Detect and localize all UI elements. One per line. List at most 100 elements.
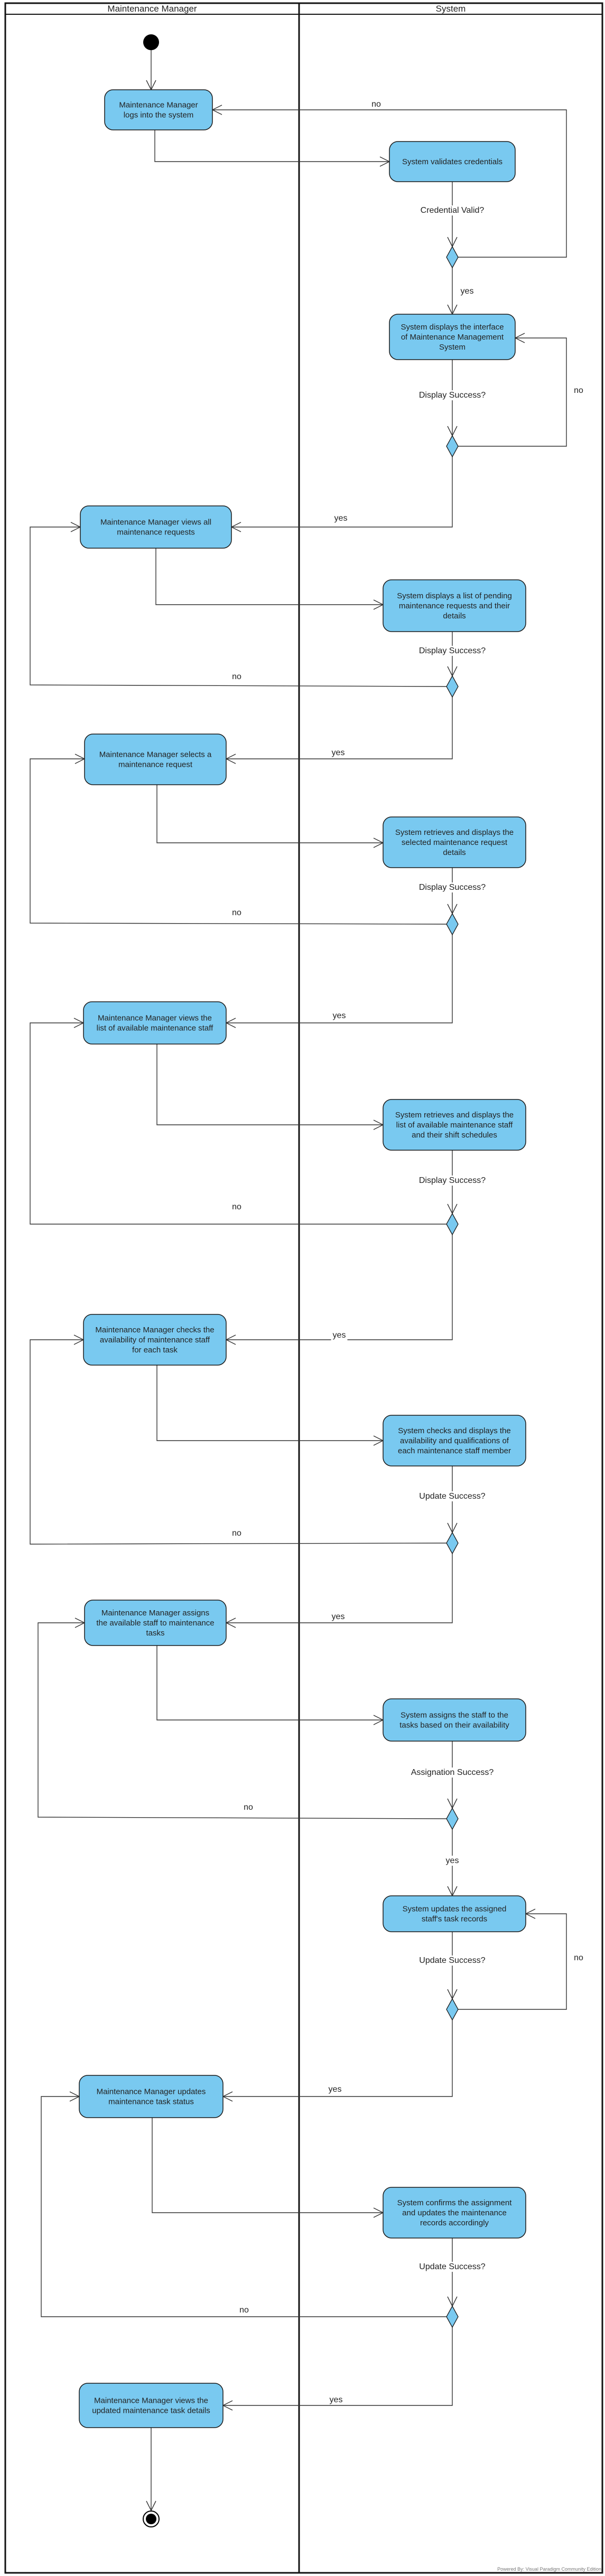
action-node-text: availability and qualifications of xyxy=(400,1436,509,1445)
edge-label-yes: yes xyxy=(332,748,345,757)
action-node-text: Maintenance Manager xyxy=(119,101,198,110)
action-node-text: details xyxy=(443,612,466,621)
action-node-text: each maintenance staff member xyxy=(398,1446,511,1455)
edge-label-no: no xyxy=(232,1202,241,1211)
guard-label: Display Success? xyxy=(419,391,486,400)
flow-edge xyxy=(152,2118,383,2213)
flow-edge xyxy=(226,1554,453,1623)
label-background xyxy=(330,748,347,758)
edge-label-no: no xyxy=(232,908,241,917)
decision-node-d9 xyxy=(446,2305,459,2328)
action-node-text: System retrieves and displays the xyxy=(395,828,514,837)
action-node-text: System assigns the staff to the xyxy=(401,1711,508,1720)
edge-label-yes: yes xyxy=(334,514,348,523)
action-node-text: the available staff to maintenance xyxy=(96,1619,214,1628)
label-background xyxy=(328,2395,345,2405)
action-node-text: System displays a list of pending xyxy=(397,591,512,600)
action-node-text: Maintenance Manager selects a xyxy=(99,750,212,759)
flow-edge xyxy=(231,457,453,527)
start-node xyxy=(143,34,159,50)
flow-edge xyxy=(226,697,453,759)
guard-label: Assignation Success? xyxy=(411,1768,494,1777)
edge-labels: Credential Valid?Display Success?Display… xyxy=(230,99,585,2405)
action-node-text: records accordingly xyxy=(420,2218,489,2227)
edge-label-yes: yes xyxy=(333,1011,346,1020)
label-background xyxy=(572,386,585,396)
action-node-text: System retrieves and displays the xyxy=(395,1111,514,1120)
label-background xyxy=(459,286,476,296)
action-node-text: System validates credentials xyxy=(402,157,502,166)
flow-edge xyxy=(154,130,389,162)
action-node-text: Maintenance Manager checks the xyxy=(95,1325,214,1334)
flow-edge xyxy=(226,935,453,1023)
label-background xyxy=(417,1176,488,1186)
flow-edge xyxy=(30,1023,446,1225)
label-background xyxy=(230,908,243,918)
decision-node-d1 xyxy=(446,246,459,269)
label-background xyxy=(230,1202,243,1212)
label-background xyxy=(370,99,383,109)
action-node-text: updated maintenance task details xyxy=(92,2406,210,2415)
flow-edge xyxy=(223,2327,453,2405)
action-node-text: Maintenance Manager views all xyxy=(100,518,211,527)
action-node-text: of Maintenance Management xyxy=(401,333,504,342)
action-node-text: System xyxy=(439,343,466,352)
action-node-text: System checks and displays the xyxy=(398,1426,510,1435)
label-background xyxy=(330,1612,347,1622)
flow-edge xyxy=(458,338,567,447)
edge-label-yes: yes xyxy=(330,2395,343,2404)
flow-edge xyxy=(156,785,383,843)
action-node-text: Maintenance Manager views the xyxy=(98,1014,212,1023)
decision-node-d2 xyxy=(446,435,459,458)
flow-edge xyxy=(458,1914,567,2010)
label-background xyxy=(417,1955,487,1966)
action-node-text: Maintenance Manager assigns xyxy=(101,1609,209,1618)
action-node-text: for each task xyxy=(132,1346,178,1355)
flow-edge xyxy=(155,548,383,605)
action-node-text: System displays the interface xyxy=(401,323,504,332)
flow-edge xyxy=(38,1623,447,1819)
flow-edge xyxy=(212,110,567,258)
guard-label: Update Success? xyxy=(419,1492,486,1501)
swimlanes: Maintenance Manager System xyxy=(4,2,603,2574)
action-node-text: maintenance requests and their xyxy=(399,601,510,610)
guard-label: Display Success? xyxy=(419,1176,486,1185)
action-node-text: maintenance task status xyxy=(108,2098,194,2107)
action-node-text: list of available maintenance staff xyxy=(97,1024,214,1033)
action-node-text: Maintenance Manager updates xyxy=(97,2088,206,2096)
decision-node-d3 xyxy=(446,675,459,698)
label-background xyxy=(417,882,488,892)
flow-edge xyxy=(30,527,447,687)
edge-label-no: no xyxy=(232,672,241,681)
action-node-n5: System displays a list of pendingmainten… xyxy=(383,579,526,632)
decision-node-d6 xyxy=(446,1531,459,1555)
edges xyxy=(30,50,567,2511)
flow-edge xyxy=(223,2020,453,2096)
guard-label: Display Success? xyxy=(419,646,486,655)
action-node-text: tasks xyxy=(146,1629,164,1638)
label-background xyxy=(417,390,488,400)
label-background xyxy=(417,2262,487,2272)
action-node-text: availability of maintenance staff xyxy=(100,1336,210,1345)
label-background xyxy=(332,513,349,523)
flow-edge xyxy=(41,2096,446,2317)
edge-label-yes: yes xyxy=(333,1331,346,1340)
label-background xyxy=(238,2305,250,2315)
footer-watermark: Powered By: Visual Paradigm Community Ed… xyxy=(497,2566,601,2572)
label-background xyxy=(418,205,486,215)
guard-label: Update Success? xyxy=(419,2262,486,2271)
flow-edge xyxy=(156,1044,383,1125)
action-node-text: and their shift schedules xyxy=(412,1131,497,1140)
action-node-text: details xyxy=(443,848,466,857)
edge-label-no: no xyxy=(574,1953,583,1962)
label-background xyxy=(331,1011,348,1021)
